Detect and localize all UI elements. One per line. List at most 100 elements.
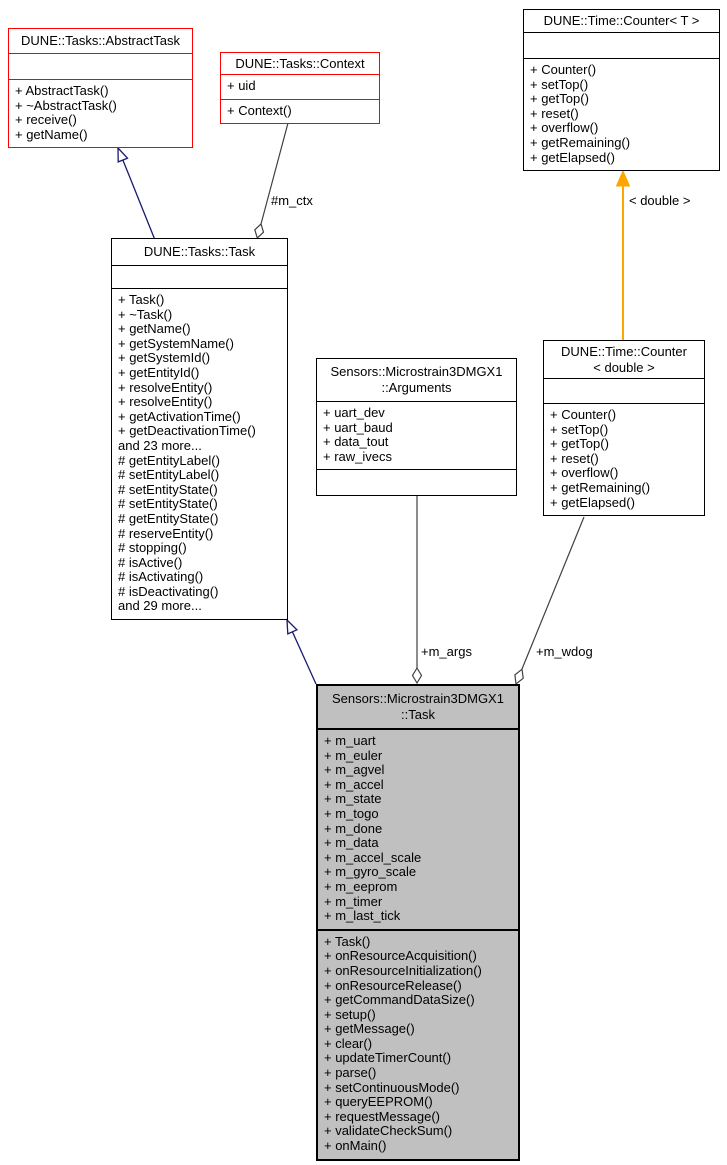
member-row: # setEntityLabel() xyxy=(118,467,220,483)
hollow-triangle-arrowhead-icon xyxy=(117,146,129,163)
member-row: + onMain() xyxy=(324,1138,387,1154)
member-row: + getElapsed() xyxy=(530,149,615,165)
class-title-text: Sensors::Microstrain3DMGX1 xyxy=(332,691,504,706)
member-row: + clear() xyxy=(324,1035,373,1051)
open-diamond-icon xyxy=(514,668,524,686)
member-row: + Counter() xyxy=(550,407,617,422)
member-row: + parse() xyxy=(324,1065,377,1081)
member-row: + getSystemId() xyxy=(118,350,211,366)
member-row: + m_eeprom xyxy=(324,878,398,894)
member-row: + getRemaining() xyxy=(530,134,631,150)
methods-section: + AbstractTask()+ ~AbstractTask()+ recei… xyxy=(9,79,192,147)
member-row: + uid xyxy=(227,78,256,93)
member-row: + getEntityId() xyxy=(118,364,200,380)
member-row: + setup() xyxy=(324,1006,376,1022)
edge-label-m-wdog: +m_wdog xyxy=(536,644,593,659)
class-title-text: DUNE::Tasks::Context xyxy=(235,55,365,71)
class-title: DUNE::Tasks::Context xyxy=(221,53,379,74)
open-diamond-icon xyxy=(411,666,423,685)
methods-section: + Task()+ ~Task()+ getName()+ getSystemN… xyxy=(112,288,287,619)
methods-section: + Counter()+ setTop()+ getTop()+ reset()… xyxy=(544,403,704,515)
class-title-text: DUNE::Time::Counter< T > xyxy=(543,13,700,28)
class-node-arguments[interactable]: Sensors::Microstrain3DMGX1 ::Arguments +… xyxy=(316,358,517,497)
member-row: + setTop() xyxy=(530,76,589,92)
member-row: + m_agvel xyxy=(324,762,385,778)
class-title-text: DUNE::Tasks::AbstractTask xyxy=(21,33,180,48)
class-title: DUNE::Tasks::AbstractTask xyxy=(9,29,192,53)
member-row: + getRemaining() xyxy=(550,479,651,495)
member-row: + m_accel xyxy=(324,776,384,792)
member-row: + getName() xyxy=(15,126,88,142)
member-row: + ~Task() xyxy=(118,306,173,322)
member-row: + getCommandDataSize() xyxy=(324,992,475,1008)
methods-section: + Counter()+ setTop()+ getTop()+ reset()… xyxy=(524,58,719,170)
member-row: + m_uart xyxy=(324,733,376,748)
member-row: + getName() xyxy=(118,321,191,337)
member-row: and 23 more... xyxy=(118,437,202,453)
member-row: + getTop() xyxy=(550,436,609,452)
member-row: + uart_dev xyxy=(323,405,385,420)
class-node-microstrain-task[interactable]: Sensors::Microstrain3DMGX1 ::Task + m_ua… xyxy=(316,684,520,1161)
member-row: + receive() xyxy=(15,112,77,128)
member-row: + queryEEPROM() xyxy=(324,1094,433,1110)
class-title-text: DUNE::Tasks::Task xyxy=(143,244,256,259)
member-row: + Task() xyxy=(118,292,165,307)
class-title: Sensors::Microstrain3DMGX1 ::Task xyxy=(318,686,518,728)
member-row: + requestMessage() xyxy=(324,1108,440,1124)
member-row: + ~AbstractTask() xyxy=(15,97,117,113)
member-row: + m_timer xyxy=(324,893,383,909)
class-node-counter-double[interactable]: DUNE::Time::Counter < double > + Counter… xyxy=(543,340,705,517)
member-row: # getEntityLabel() xyxy=(118,452,220,468)
member-row: # stopping() xyxy=(118,540,187,556)
member-row: + Context() xyxy=(227,102,292,118)
attributes-section: + m_uart+ m_euler+ m_agvel+ m_accel+ m_s… xyxy=(318,728,518,929)
class-title-text: DUNE::Time::Counter xyxy=(561,343,687,359)
member-row: + reset() xyxy=(550,450,599,466)
hollow-triangle-arrowhead-icon xyxy=(286,618,299,635)
member-row: # setEntityState() xyxy=(118,481,218,497)
class-title: DUNE::Tasks::Task xyxy=(112,239,287,265)
member-row: + reset() xyxy=(530,105,579,121)
member-row: + updateTimerCount() xyxy=(324,1050,452,1066)
member-row: # getEntityState() xyxy=(118,510,219,526)
class-title-text: ::Arguments xyxy=(381,380,452,395)
class-node-task[interactable]: DUNE::Tasks::Task + Task()+ ~Task()+ get… xyxy=(111,238,288,621)
class-title: Sensors::Microstrain3DMGX1 ::Arguments xyxy=(317,359,516,401)
member-row: + onResourceAcquisition() xyxy=(324,948,477,964)
member-row: + raw_ivecs xyxy=(323,448,392,464)
attributes-section xyxy=(544,378,704,403)
class-node-abstract-task[interactable]: DUNE::Tasks::AbstractTask + AbstractTask… xyxy=(8,28,193,149)
member-row: + m_data xyxy=(324,835,379,851)
member-row: + getMessage() xyxy=(324,1021,415,1037)
member-row: + m_togo xyxy=(324,805,379,821)
member-row: + uart_baud xyxy=(323,419,393,435)
member-row: + setTop() xyxy=(550,421,609,437)
member-row: + overflow() xyxy=(530,120,599,136)
class-node-context[interactable]: DUNE::Tasks::Context + uid + Context() xyxy=(220,52,380,125)
member-row: + m_accel_scale xyxy=(324,849,422,865)
class-title-text: ::Task xyxy=(401,707,435,722)
member-row: + getDeactivationTime() xyxy=(118,423,256,439)
member-row: + resolveEntity() xyxy=(118,394,213,410)
class-title-text: Sensors::Microstrain3DMGX1 xyxy=(330,364,503,379)
class-title-text: < double > xyxy=(593,359,655,375)
member-row: # isActive() xyxy=(118,554,183,570)
member-row: and 29 more... xyxy=(118,598,202,614)
methods-section: + Task()+ onResourceAcquisition()+ onRes… xyxy=(318,928,518,1159)
member-row: + m_gyro_scale xyxy=(324,864,417,880)
member-row: + m_last_tick xyxy=(324,908,401,924)
attributes-section xyxy=(9,53,192,79)
template-edge-counterdouble-to-countert xyxy=(615,169,631,340)
member-row: # isActivating() xyxy=(118,569,204,585)
member-row: + setContinuousMode() xyxy=(324,1079,460,1095)
member-row: + getTop() xyxy=(530,91,589,107)
member-row: + onResourceInitialization() xyxy=(324,962,482,978)
class-node-counter-t[interactable]: DUNE::Time::Counter< T > + Counter()+ se… xyxy=(523,9,720,172)
member-row: + getSystemName() xyxy=(118,335,234,351)
edge-label-template-double: < double > xyxy=(629,193,691,208)
member-row: + AbstractTask() xyxy=(15,83,109,98)
methods-section: + Context() xyxy=(221,98,379,124)
member-row: + Task() xyxy=(324,933,371,949)
member-row: # isDeactivating() xyxy=(118,583,219,599)
